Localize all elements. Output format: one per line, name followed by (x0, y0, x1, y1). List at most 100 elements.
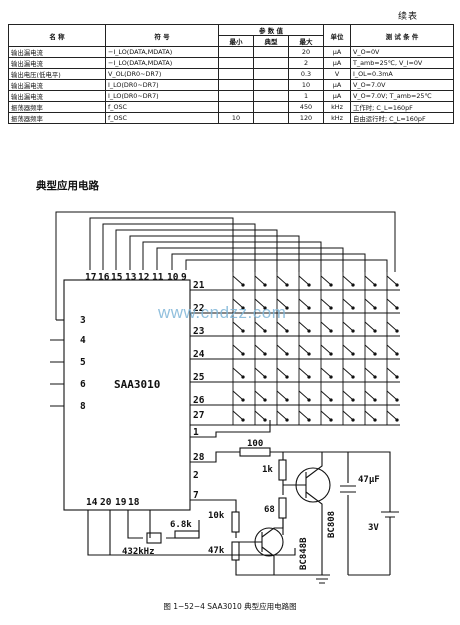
key-switch (232, 321, 243, 331)
key-contact (241, 329, 245, 333)
continued-label: 续表 (397, 12, 418, 22)
key-contact (373, 306, 377, 310)
key-contact (329, 398, 333, 402)
key-contact (395, 329, 399, 333)
pin-label: 13 (125, 272, 137, 283)
key-switch (276, 321, 287, 331)
key-contact (329, 306, 333, 310)
key-contact (351, 352, 355, 356)
battery-label: 3V (368, 523, 379, 533)
key-switch (320, 275, 331, 285)
pin-label: 21 (193, 280, 205, 291)
pin-label: 26 (193, 395, 205, 406)
bus-line (185, 259, 388, 272)
key-switch (342, 410, 353, 420)
key-contact (329, 352, 333, 356)
key-contact (263, 283, 267, 287)
key-contact (307, 375, 311, 379)
pin-label: 14 (86, 497, 98, 508)
key-switch (232, 275, 243, 285)
key-contact (395, 418, 399, 422)
key-contact (329, 418, 333, 422)
key-switch (254, 298, 265, 308)
pin-label: 23 (193, 326, 205, 337)
key-contact (395, 306, 399, 310)
resistor-100-label: 100 (247, 439, 263, 449)
key-contact (329, 375, 333, 379)
pin-label: 11 (152, 272, 164, 283)
key-switch (342, 344, 353, 354)
key-switch (276, 298, 287, 308)
key-contact (329, 329, 333, 333)
key-switch (364, 410, 375, 420)
key-contact (351, 418, 355, 422)
chip-body (63, 279, 191, 511)
key-switch (276, 410, 287, 420)
figure-caption: 图 1−52−4 SAA3010 典型应用电路图 (163, 602, 297, 611)
key-switch (386, 275, 397, 285)
resistor-1k-label: 1k (262, 465, 273, 475)
key-contact (395, 352, 399, 356)
key-switch (254, 390, 265, 400)
key-contact (351, 329, 355, 333)
key-switch (298, 390, 309, 400)
key-switch (276, 390, 287, 400)
key-switch (364, 344, 375, 354)
pin-label: 1 (193, 427, 199, 438)
key-contact (241, 352, 245, 356)
key-contact (373, 418, 377, 422)
pin-label: 17 (85, 272, 96, 283)
key-switch (342, 321, 353, 331)
key-switch (232, 410, 243, 420)
key-switch (386, 410, 397, 420)
key-switch (298, 344, 309, 354)
key-switch (386, 298, 397, 308)
pin-label: 27 (193, 410, 204, 421)
key-contact (329, 283, 333, 287)
key-switch (298, 275, 309, 285)
chip-label: SAA3010 (114, 378, 160, 391)
bus-line (55, 211, 396, 320)
key-contact (307, 329, 311, 333)
key-switch (320, 344, 331, 354)
key-contact (241, 418, 245, 422)
pin-label: 28 (193, 452, 205, 463)
transistor-bc808-label: BC808 (327, 511, 337, 538)
crystal-label: 432kHz (122, 547, 155, 557)
resistor-68-label: 68 (264, 505, 275, 515)
key-contact (395, 375, 399, 379)
key-contact (351, 283, 355, 287)
pin-label: 7 (193, 490, 199, 501)
resistor-47k-label: 47k (208, 546, 225, 556)
key-contact (285, 283, 289, 287)
pin-label: 24 (193, 349, 205, 360)
key-contact (263, 375, 267, 379)
section-title: 典型应用电路 (36, 180, 99, 192)
key-switch (386, 321, 397, 331)
key-switch (364, 390, 375, 400)
key-switch (254, 344, 265, 354)
bus-line (115, 229, 278, 272)
key-switch (320, 410, 331, 420)
pin-label: 2 (193, 470, 199, 481)
pin-label: 18 (128, 497, 140, 508)
pin-label: 22 (193, 303, 204, 314)
bus-line (142, 241, 322, 272)
key-switch (232, 367, 243, 377)
key-contact (373, 352, 377, 356)
key-switch (364, 275, 375, 285)
key-switch (320, 321, 331, 331)
pin-label: 16 (98, 272, 110, 283)
key-contact (395, 283, 399, 287)
key-switch (320, 390, 331, 400)
key-contact (263, 398, 267, 402)
pin-label: 8 (80, 401, 86, 412)
pin-label: 5 (80, 357, 86, 368)
key-contact (373, 398, 377, 402)
key-switch (342, 367, 353, 377)
